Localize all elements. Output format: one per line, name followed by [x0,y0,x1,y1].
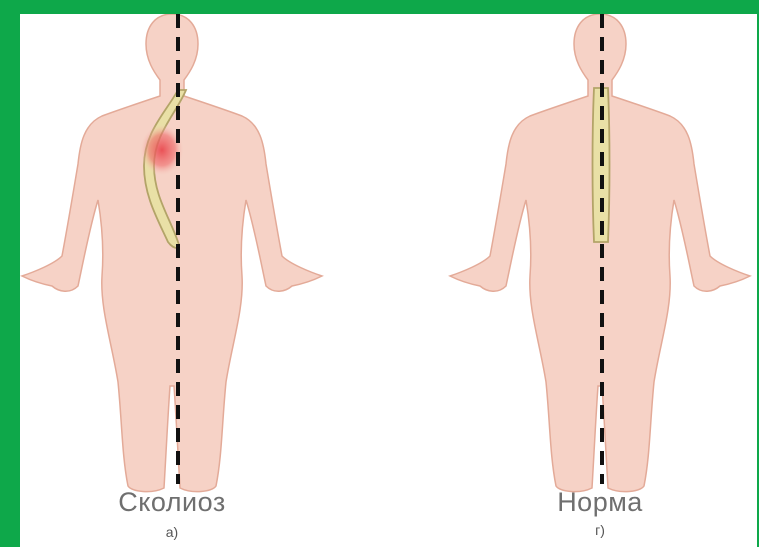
normal-body-silhouette [450,14,750,492]
scoliosis-label: Сколиоз [72,487,272,518]
scoliosis-figure [22,14,322,492]
normal-sublabel: г) [560,522,640,538]
diagram-canvas [20,14,757,547]
scoliosis-sublabel: а) [132,524,212,540]
scoliosis-body-silhouette [22,14,322,492]
normal-figure [450,14,750,492]
normal-label: Норма [500,487,700,518]
figure-frame: Сколиоз а) Норма г) [20,14,757,547]
